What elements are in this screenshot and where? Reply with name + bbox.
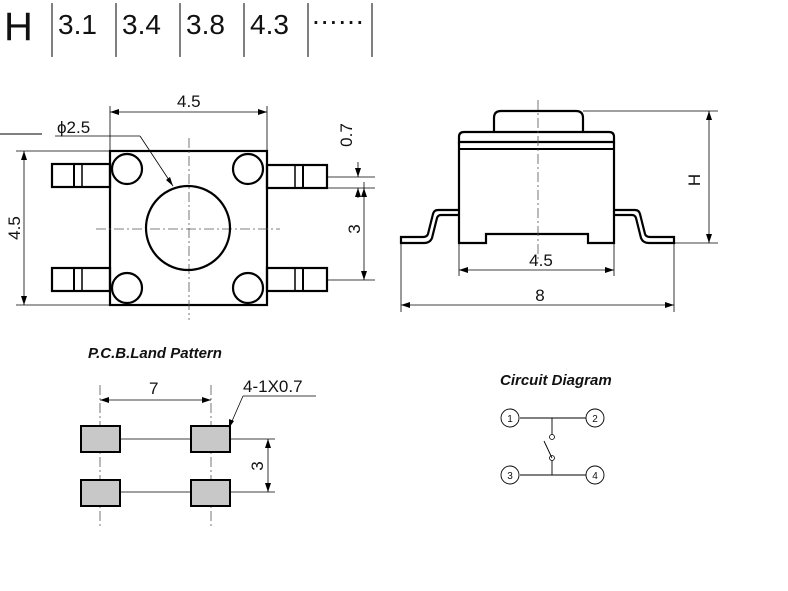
pcb-land-pattern: P.C.B.Land Pattern 7 4-1X0.7 3: [80, 345, 316, 528]
plunger-diameter-dimension: ϕ2.5: [57, 118, 90, 137]
lead: [265, 163, 329, 190]
land-pad: [190, 425, 231, 453]
lead-pitch-dimension: 3: [345, 224, 364, 233]
pin-1: 1: [500, 408, 520, 428]
corner-hole: [231, 271, 265, 305]
lead: [50, 162, 112, 189]
corner-hole: [110, 152, 144, 186]
land-pad-size-dimension: 4-1X0.7: [243, 377, 303, 396]
svg-text:3: 3: [507, 471, 513, 482]
lead-profile: [399, 208, 459, 245]
lead: [50, 266, 112, 293]
switch-body-profile: [457, 142, 616, 245]
pin-4: 4: [585, 465, 605, 485]
plunger-circle: [144, 184, 232, 272]
height-value-more: ......: [312, 0, 365, 30]
land-pad: [80, 479, 121, 507]
top-height-dimension: 4.5: [5, 216, 24, 240]
side-total-width-dimension: 8: [535, 286, 544, 305]
side-view: H 4.5 8: [399, 100, 718, 312]
svg-text:1: 1: [507, 414, 513, 425]
height-option-table: H 3.1 3.4 3.8 4.3 ......: [4, 0, 373, 57]
height-value-1: 3.1: [58, 9, 97, 40]
land-pad: [80, 425, 121, 453]
height-value-2: 3.4: [122, 9, 161, 40]
corner-hole: [231, 152, 265, 186]
land-pattern-title: P.C.B.Land Pattern: [88, 345, 222, 362]
plunger-profile: [492, 109, 585, 132]
switch-body-outline: [108, 149, 269, 307]
top-view: 4.5 ϕ2.5 4.5 0.7 3: [0, 92, 375, 320]
pin-2: 2: [585, 408, 605, 428]
land-pad: [190, 479, 231, 507]
svg-text:2: 2: [592, 414, 598, 425]
corner-hole: [110, 271, 144, 305]
land-pitch-dimension: 3: [248, 461, 267, 470]
lead: [265, 266, 329, 293]
side-body-width-dimension: 4.5: [529, 251, 553, 270]
circuit-diagram: Circuit Diagram 1 2 3 4: [500, 372, 612, 485]
pin-3: 3: [500, 465, 520, 485]
side-height-dimension: H: [685, 174, 704, 186]
height-value-4: 4.3: [250, 9, 289, 40]
switch-contact: [543, 440, 553, 459]
height-symbol: H: [4, 5, 33, 49]
lead-width-dimension: 0.7: [337, 123, 356, 147]
svg-text:4: 4: [592, 471, 598, 482]
land-span-dimension: 7: [149, 379, 158, 398]
height-value-3: 3.8: [186, 9, 225, 40]
circuit-title: Circuit Diagram: [500, 372, 612, 389]
top-width-dimension: 4.5: [177, 92, 201, 111]
lead-profile: [614, 208, 676, 245]
